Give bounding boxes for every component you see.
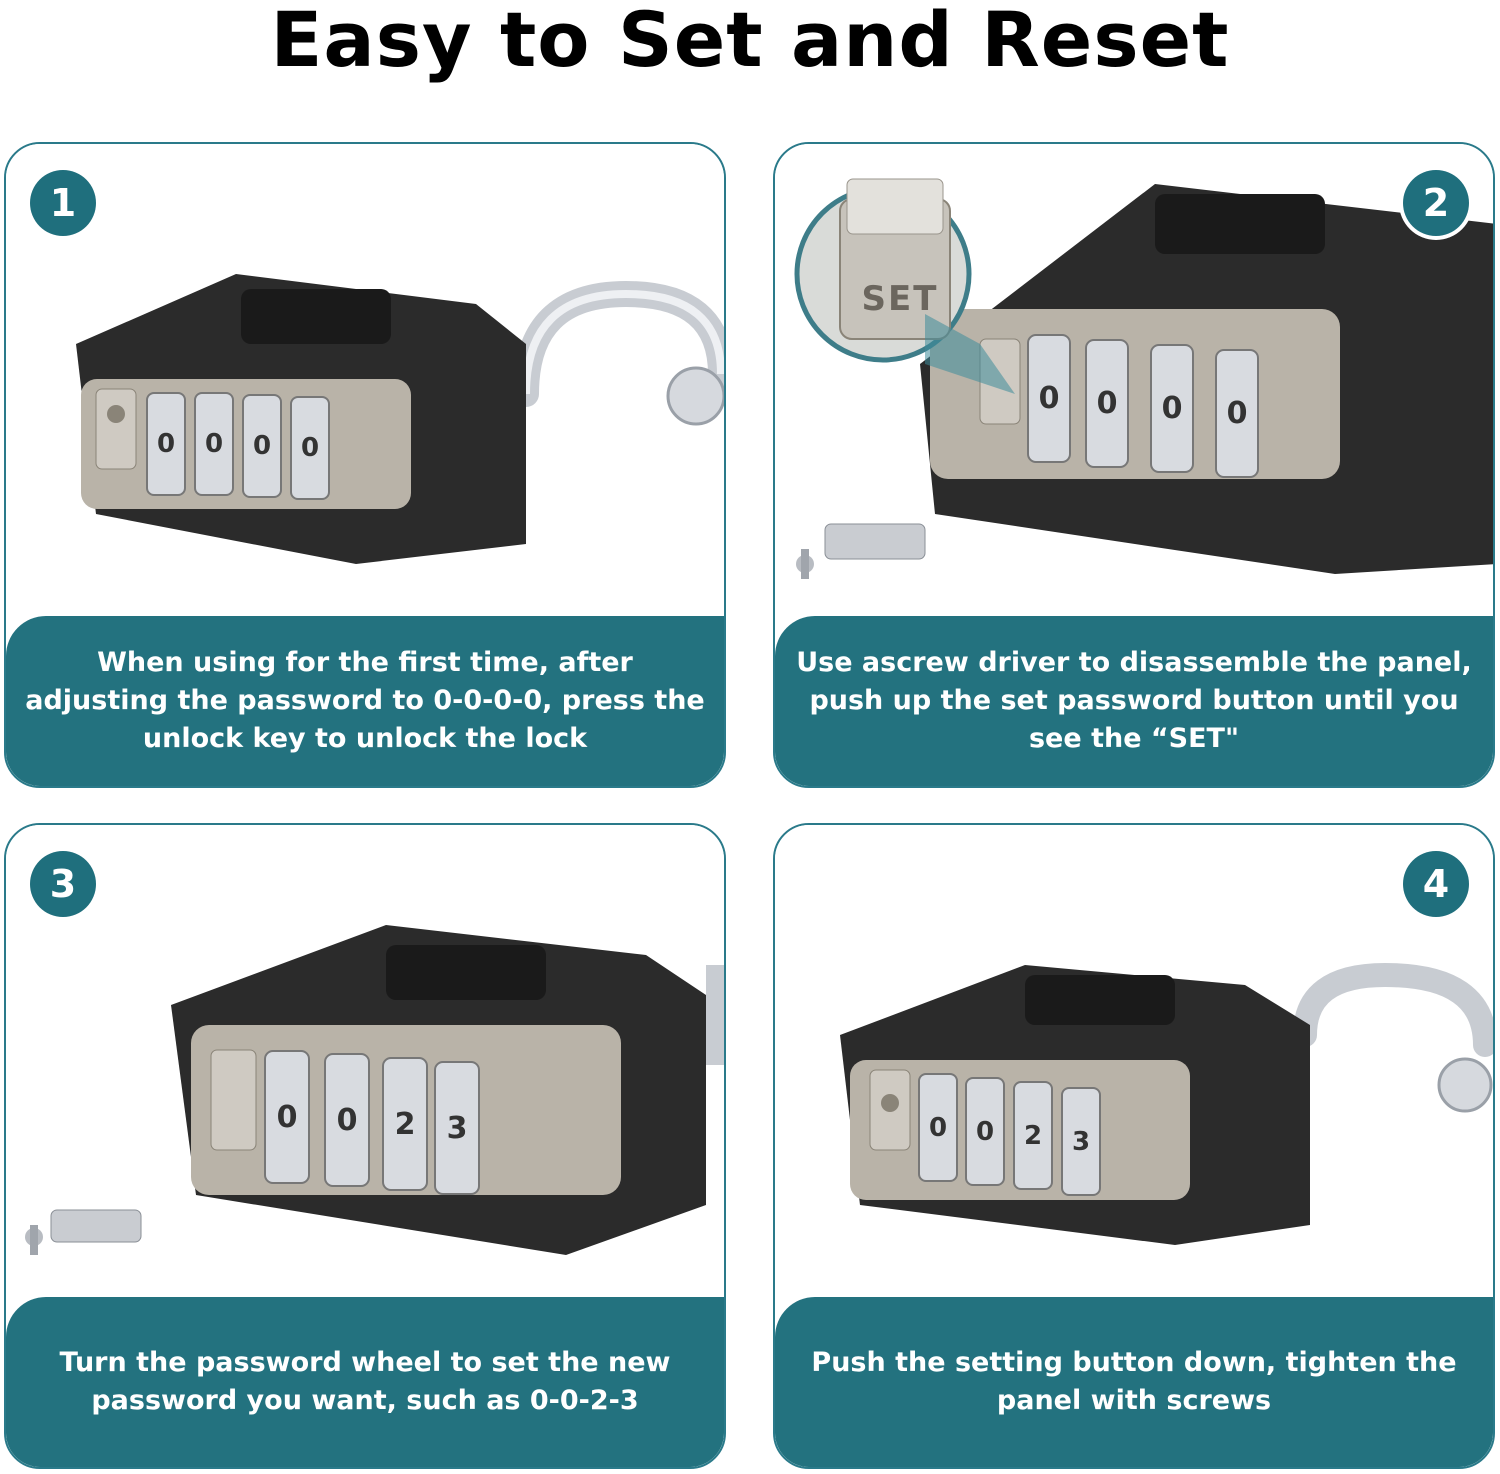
step-card-3: 0 0 2 3 3 Turn the password wheel to set… [4,823,726,1469]
step-number-badge: 3 [30,851,96,917]
dial[interactable]: 3 [1061,1087,1101,1196]
page-title: Easy to Set and Reset [270,0,1230,84]
step-card-4: 0 0 2 3 4 Push the setting button down, … [773,823,1495,1469]
step-number-badge: 4 [1403,851,1469,917]
step-card-1: 0 0 0 0 1 When using for the first time,… [4,142,726,788]
dial[interactable]: 0 [290,396,330,500]
dial[interactable]: 0 [324,1053,370,1187]
dial[interactable]: 2 [382,1057,428,1191]
step-caption: Use ascrew driver to disassemble the pan… [796,647,1472,754]
dial[interactable]: 2 [1013,1081,1053,1190]
step-caption-panel: Push the setting button down, tighten th… [775,1297,1493,1467]
step-card-2: SET 0 0 0 0 2 Use ascrew driver to disas… [773,142,1495,788]
dial[interactable]: 0 [1085,339,1129,468]
step-caption-panel: Turn the password wheel to set the new p… [6,1297,724,1467]
step-caption: Push the setting button down, tighten th… [811,1347,1457,1416]
dial[interactable]: 0 [194,392,234,496]
step-number-badge: 2 [1403,170,1469,236]
dial[interactable]: 0 [918,1073,958,1182]
dial[interactable]: 0 [242,394,282,498]
step-caption-panel: When using for the first time, after adj… [6,616,724,786]
dial[interactable]: 0 [1027,334,1071,463]
set-zoom-label: SET [861,279,939,319]
dial[interactable]: 0 [146,392,186,496]
step-number-badge: 1 [30,170,96,236]
dial[interactable]: 0 [965,1077,1005,1186]
step-caption: Turn the password wheel to set the new p… [59,1347,671,1416]
dial[interactable]: 0 [1150,344,1194,473]
step-caption-panel: Use ascrew driver to disassemble the pan… [775,616,1493,786]
step-caption: When using for the first time, after adj… [25,647,705,754]
dial[interactable]: 0 [264,1050,310,1184]
dial[interactable]: 0 [1215,349,1259,478]
dial[interactable]: 3 [434,1061,480,1195]
